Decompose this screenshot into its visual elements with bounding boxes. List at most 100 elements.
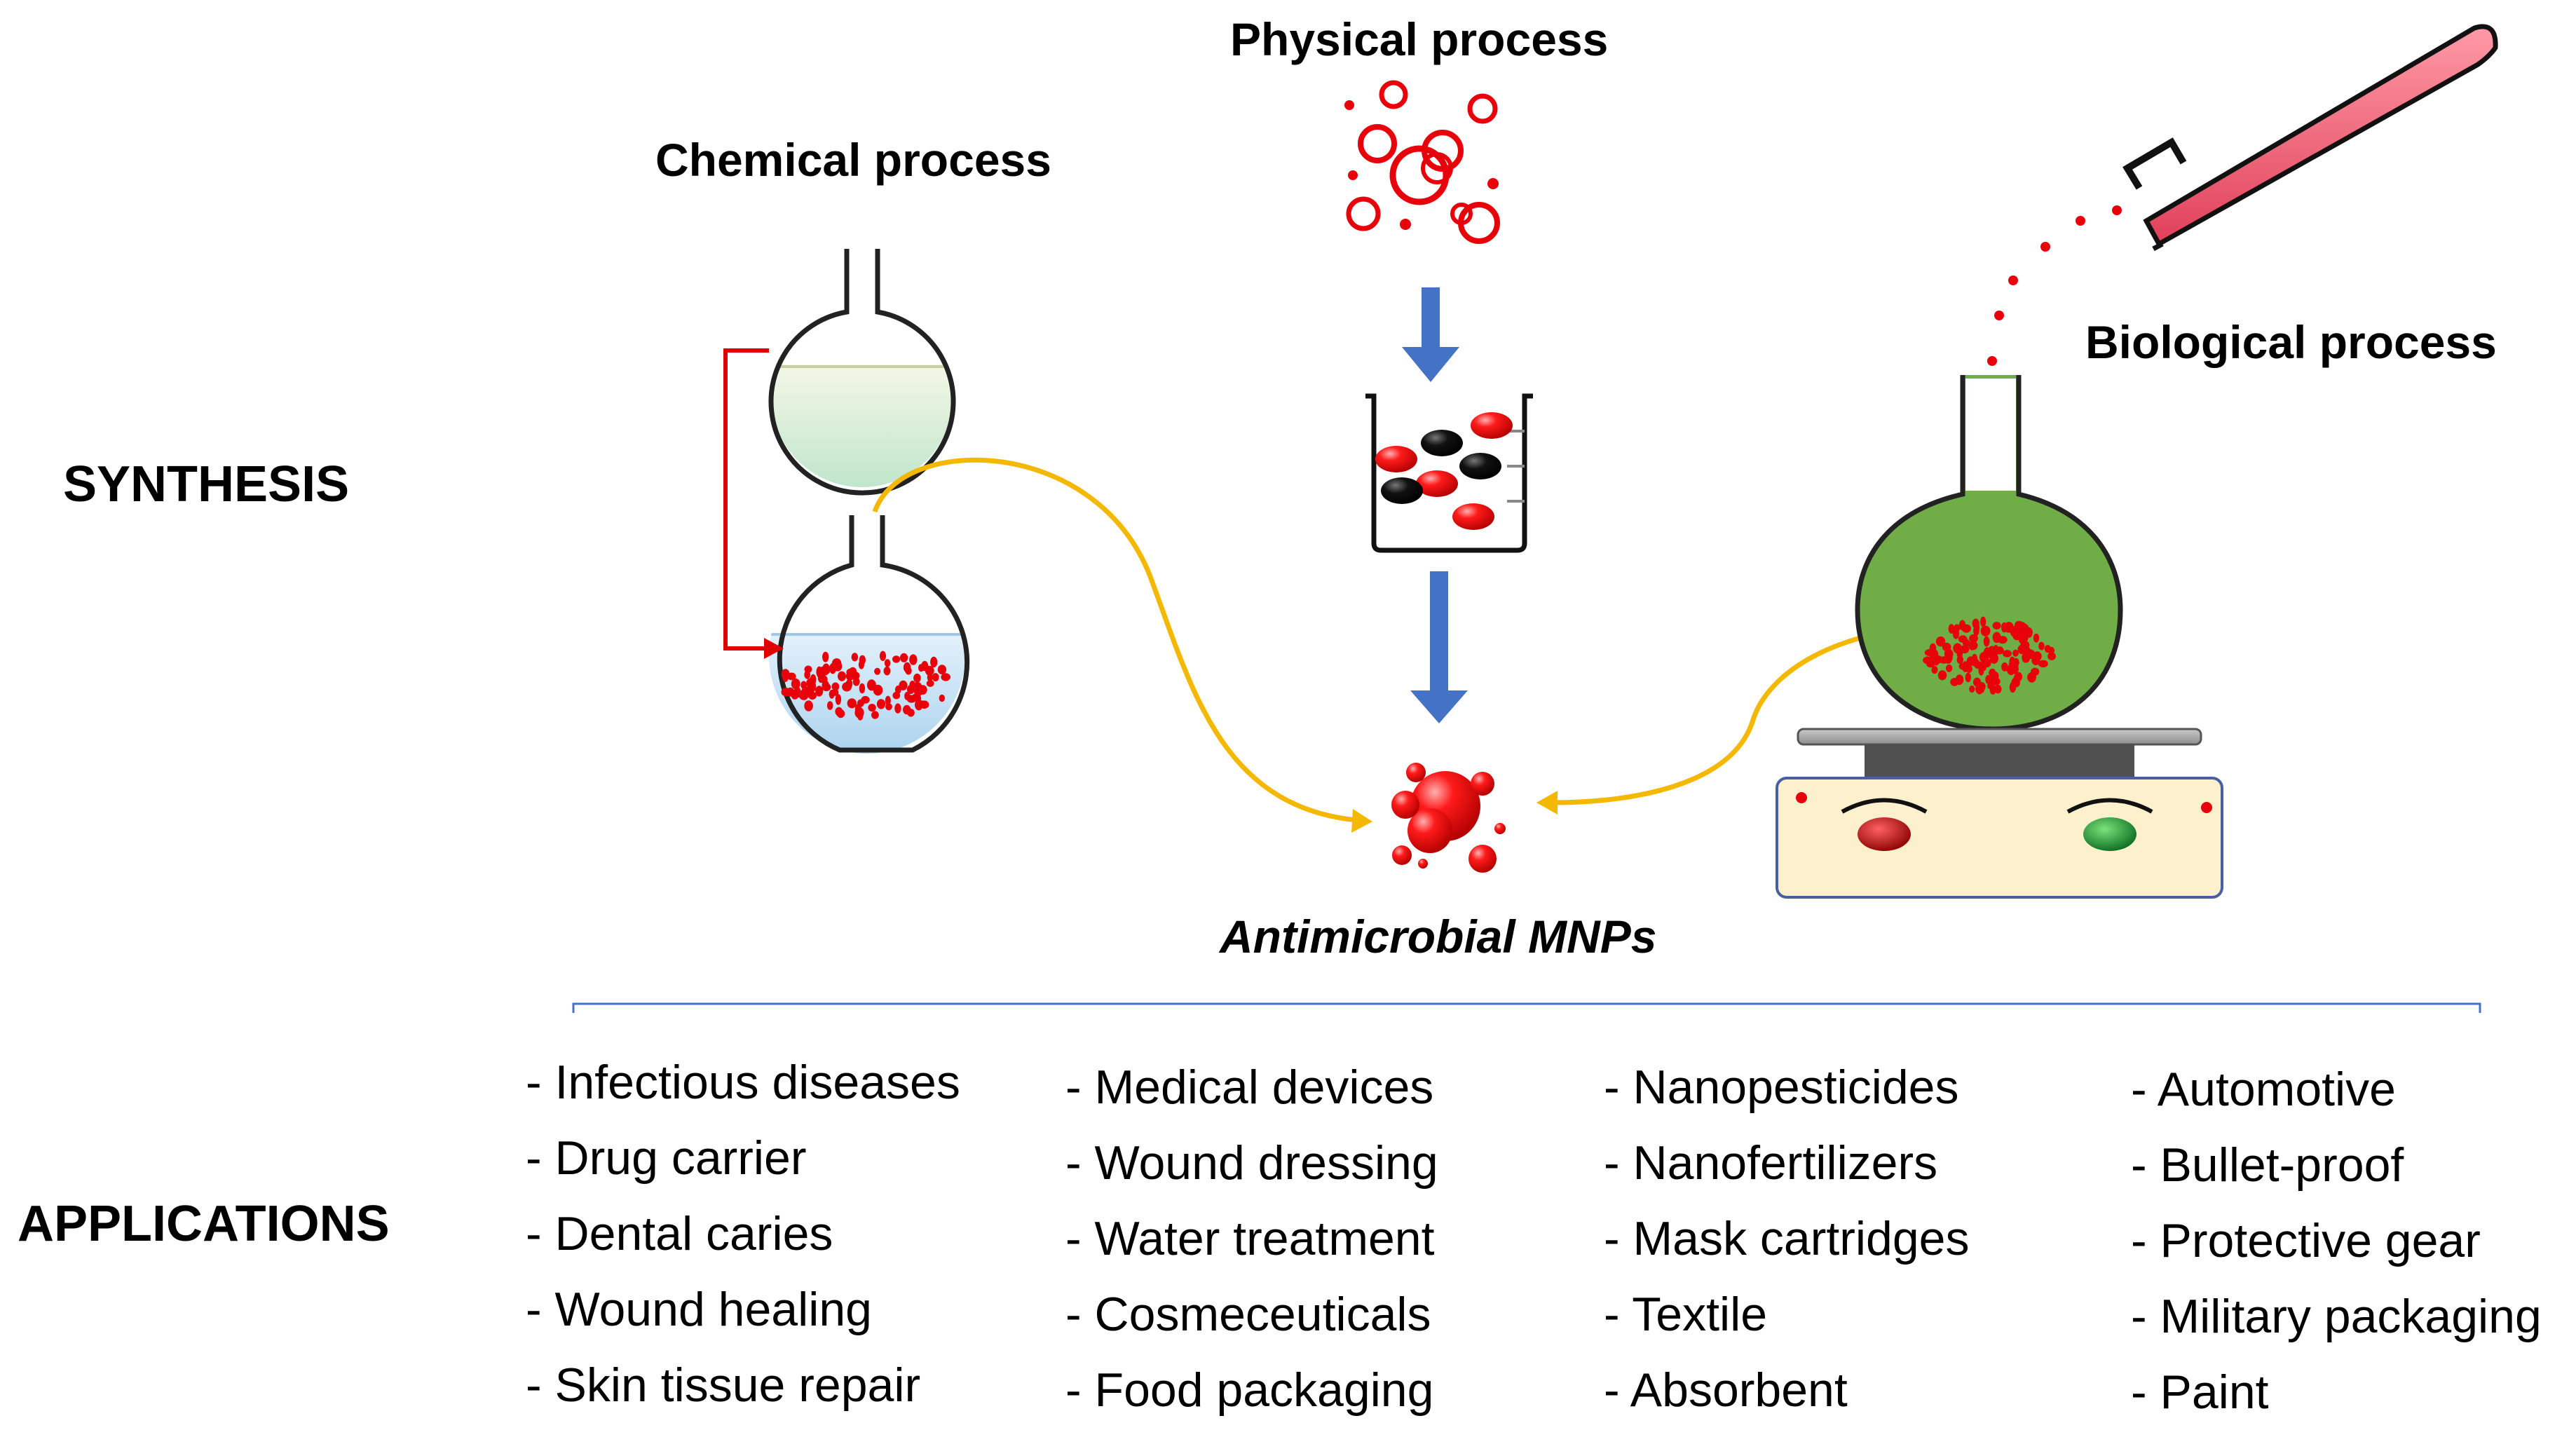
particle-dot [1994, 684, 2002, 694]
particle-dot [1979, 652, 1988, 662]
particle-dot [1983, 636, 1990, 647]
list-item: - Nanofertilizers [1604, 1136, 1938, 1190]
particle-dot [829, 689, 835, 699]
hot-plate-stirrer [1776, 728, 2223, 899]
particle-dot [868, 704, 876, 712]
list-item: - Paint [2131, 1366, 2269, 1419]
list-item: - Dental caries [526, 1207, 833, 1260]
particle-dot [903, 704, 911, 715]
nanoparticles-in-green-flask [1923, 616, 2056, 695]
particle-dot [874, 667, 881, 675]
particle-dot [1961, 624, 1971, 633]
particle-dot [941, 673, 950, 681]
biological-process-group [1776, 24, 2498, 899]
particle-dot [894, 703, 901, 714]
particle-dot [939, 694, 946, 702]
particle-dot [2003, 650, 2012, 658]
list-item: - Mask cartridges [1604, 1212, 1970, 1265]
particle-dot [822, 651, 829, 662]
particle-dot [1945, 651, 1953, 663]
particle-dot [876, 699, 886, 709]
particle-dot [2047, 646, 2055, 655]
particle-dot [1969, 685, 1975, 693]
list-item: - Infectious diseases [526, 1056, 960, 1109]
particle-dot [851, 653, 859, 662]
particle-dot [879, 651, 887, 661]
list-item: - Drug carrier [526, 1131, 807, 1185]
particle-dot [1973, 622, 1980, 633]
particle-dot [1963, 639, 1970, 647]
particle-dot [1989, 676, 2000, 684]
particle-dot [1945, 665, 1953, 672]
antimicrobial-mnp-cluster [1391, 763, 1506, 873]
particle-dot [900, 653, 908, 662]
particle-dot [930, 656, 938, 668]
particle-dot [921, 660, 929, 672]
nanoparticles-in-flask [781, 651, 950, 721]
yellow-arrowhead-right [1536, 791, 1558, 815]
particle-dot [858, 660, 864, 669]
particle-dot [2031, 667, 2040, 676]
particle-dot [885, 703, 892, 711]
list-item: - Water treatment [1065, 1212, 1435, 1265]
particle-dot [857, 711, 864, 721]
particle-dot [1969, 634, 1978, 643]
particle-dot [835, 694, 842, 705]
round-flask-top [768, 249, 956, 496]
particle-dot [883, 666, 891, 676]
particle-dot [820, 675, 828, 683]
particle-dot [822, 683, 831, 692]
particle-dot [852, 677, 860, 686]
particle-dot [859, 683, 866, 694]
list-item: - Cosmeceuticals [1065, 1288, 1431, 1341]
particle-dot [804, 665, 812, 674]
particle-dot [822, 663, 830, 674]
particle-dot [845, 672, 852, 681]
particle-dot [1935, 636, 1946, 647]
particle-dot [932, 673, 939, 682]
particle-dot [798, 692, 807, 700]
list-item: - Textile [1604, 1288, 1768, 1341]
blue-arrow-down-1 [1402, 287, 1459, 382]
list-item: - Nanopesticides [1604, 1061, 1959, 1114]
particle-dot [842, 682, 852, 692]
list-item: - Medical devices [1065, 1061, 1434, 1114]
particle-dot [885, 695, 891, 706]
particle-dot [831, 682, 840, 691]
particle-dot [1929, 643, 1937, 653]
chemical-process-title: Chemical process [655, 134, 1051, 186]
particle-dot [815, 686, 824, 697]
small-red-dots [1344, 100, 1499, 230]
particle-dot [874, 686, 881, 693]
particle-dot [1926, 660, 1935, 668]
particle-dot [937, 665, 947, 675]
list-item: - Wound healing [526, 1283, 872, 1336]
beaker [1365, 393, 1533, 553]
list-item: - Automotive [2131, 1063, 2396, 1116]
particle-dot [1971, 653, 1978, 665]
particle-dot [894, 685, 901, 694]
list-item: - Skin tissue repair [526, 1358, 921, 1412]
section-divider [572, 1002, 2481, 1013]
particle-dot [1937, 670, 1947, 681]
particle-dot [1956, 655, 1963, 665]
particle-dot [2047, 652, 2056, 660]
list-item: - Food packaging [1065, 1363, 1434, 1417]
particle-dot [854, 704, 861, 714]
particle-dot [2012, 658, 2019, 667]
biological-process-title: Biological process [2085, 316, 2497, 368]
particle-dot [904, 691, 911, 701]
particle-dot [788, 689, 796, 697]
particle-dot [1998, 636, 2008, 644]
particle-dot [866, 679, 876, 691]
particle-dot [816, 666, 822, 678]
particle-dot [1965, 665, 1972, 673]
applications-label: APPLICATIONS [18, 1196, 390, 1252]
synthesis-label: SYNTHESIS [63, 456, 350, 512]
particle-dot [906, 684, 915, 695]
yellow-connector-chemical [872, 457, 1357, 823]
yellow-arrowhead-left [1351, 809, 1372, 833]
red-arrowhead [764, 638, 784, 659]
particle-dot [903, 662, 911, 673]
